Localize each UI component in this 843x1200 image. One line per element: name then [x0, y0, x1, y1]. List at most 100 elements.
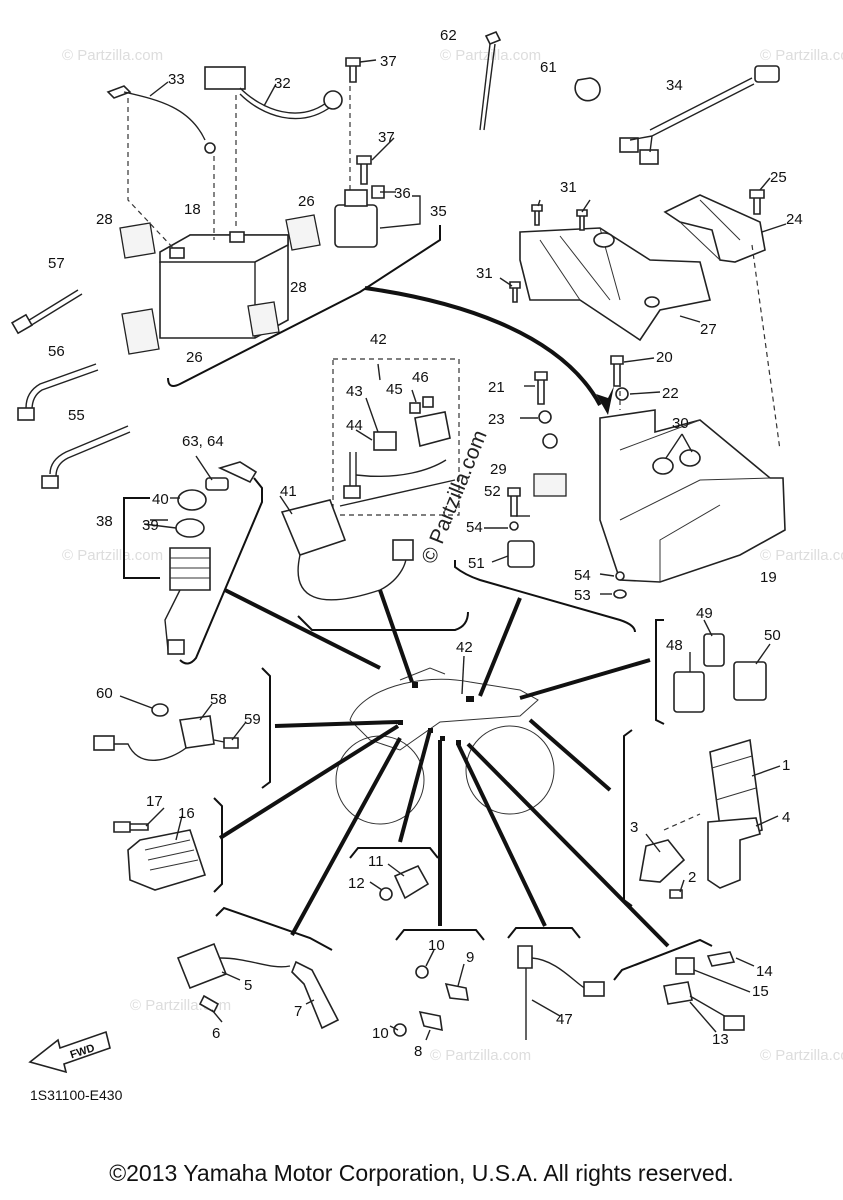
battery-box-bracket	[454, 560, 636, 633]
callout-45: 45	[386, 381, 403, 398]
callout-21: 21	[488, 379, 505, 396]
ignition-coil-5	[176, 942, 228, 990]
bolt-37a	[345, 57, 361, 83]
relay-group	[655, 619, 767, 725]
pad-26b	[121, 308, 160, 355]
watermark: © Partzilla.com	[62, 47, 163, 64]
callout-31: 31	[476, 265, 493, 282]
callout-19: 19	[760, 569, 777, 586]
motorcycle-body	[349, 678, 539, 751]
battery-lead-terminal	[204, 142, 216, 154]
meter-connector	[392, 539, 414, 561]
assembly-arrowhead	[596, 386, 614, 415]
fuse-46	[422, 396, 434, 408]
callout-61: 61	[540, 59, 557, 76]
main-switch	[169, 547, 211, 591]
cable-tie-62-head	[484, 30, 502, 46]
washer-10b	[393, 1023, 407, 1037]
grommet	[542, 433, 558, 449]
pad-28a	[119, 222, 156, 259]
rear-wheel	[335, 735, 425, 825]
fuse-box	[414, 411, 451, 447]
callout-13: 13	[712, 1031, 729, 1048]
watermark: © Partzilla.com	[440, 47, 541, 64]
callout-28: 28	[290, 279, 307, 296]
spark-plug-cap-7	[291, 960, 340, 1030]
bolt-17	[113, 821, 149, 833]
callout-26: 26	[186, 349, 203, 366]
callout-10: 10	[372, 1025, 389, 1042]
callout-62: 62	[440, 27, 457, 44]
damper-30a	[652, 457, 674, 475]
callout-8: 8	[414, 1043, 422, 1060]
bolt-2	[669, 889, 683, 899]
callout-42: 42	[456, 639, 473, 656]
callout-58: 58	[210, 691, 227, 708]
cable-tie-57	[10, 313, 34, 335]
callout-34: 34	[666, 77, 683, 94]
callout-41: 41	[280, 483, 297, 500]
battery-group	[106, 57, 441, 387]
watermark: © Partzilla.com	[760, 47, 843, 64]
callout-49: 49	[696, 605, 713, 622]
ignition-coil-bracket	[215, 906, 333, 951]
sensor-13	[663, 981, 693, 1005]
sensor-47-connector	[583, 981, 605, 997]
sensor-58-group	[93, 667, 271, 789]
callout-18: 18	[184, 201, 201, 218]
callout-26: 26	[298, 193, 315, 210]
rectifier-16	[127, 829, 207, 891]
bolt-52	[507, 487, 521, 517]
callout-54: 54	[574, 567, 591, 584]
fuse-45	[409, 402, 421, 414]
washer-54a	[509, 521, 519, 531]
sensor-58	[179, 715, 215, 749]
callout-23: 23	[488, 411, 505, 428]
callout-25: 25	[770, 169, 787, 186]
battery-lead-minus	[106, 85, 132, 99]
callout-53: 53	[574, 587, 591, 604]
fuse-box-dashed-box	[332, 358, 460, 516]
pad-28b	[247, 301, 280, 337]
callout-35: 35	[430, 203, 447, 220]
copyright-notice: ©2013 Yamaha Motor Corporation, U.S.A. A…	[109, 1160, 734, 1186]
relay-bracket	[655, 619, 665, 725]
clamp-15	[675, 957, 695, 975]
sensor-11-bracket	[349, 847, 439, 859]
callout-22: 22	[662, 385, 679, 402]
battery-lead-plus-wire	[239, 87, 331, 114]
callout-11: 11	[368, 853, 384, 870]
bolt-59	[223, 737, 239, 749]
relay-48	[673, 671, 705, 713]
sensor-58-connector	[93, 735, 115, 751]
rectifier-group	[113, 797, 223, 893]
bolt-37b	[356, 155, 372, 185]
callouts: 33 32 37 62 61 34 37 36 35 31 25 24 28 1…	[48, 27, 803, 1060]
callout-5: 5	[244, 977, 252, 994]
bolt-14	[706, 951, 736, 967]
cable-tie-56	[17, 407, 35, 421]
washer-10a	[415, 965, 429, 979]
callout-40: 40	[152, 491, 169, 508]
callout-57: 57	[48, 255, 65, 272]
clamp-61	[574, 77, 601, 102]
callout-9: 9	[466, 949, 474, 966]
callout-60: 60	[96, 685, 113, 702]
sensor-13-bracket	[613, 938, 713, 981]
callout-63-64: 63, 64	[182, 433, 224, 450]
callout-39: 39	[142, 517, 159, 534]
callout-33: 33	[168, 71, 185, 88]
callout-44: 44	[346, 417, 363, 434]
battery-box	[599, 409, 786, 583]
sensor-47-bracket	[507, 927, 581, 939]
front-wheel	[465, 725, 555, 815]
callout-37: 37	[378, 129, 395, 146]
sensor-13-connector	[723, 1015, 745, 1031]
ignition-coil-group	[176, 906, 340, 1030]
callout-59: 59	[244, 711, 261, 728]
callout-55: 55	[68, 407, 85, 424]
watermark-main: © Partzilla.com	[417, 427, 491, 567]
callout-38: 38	[96, 513, 113, 530]
callout-3: 3	[630, 819, 638, 836]
